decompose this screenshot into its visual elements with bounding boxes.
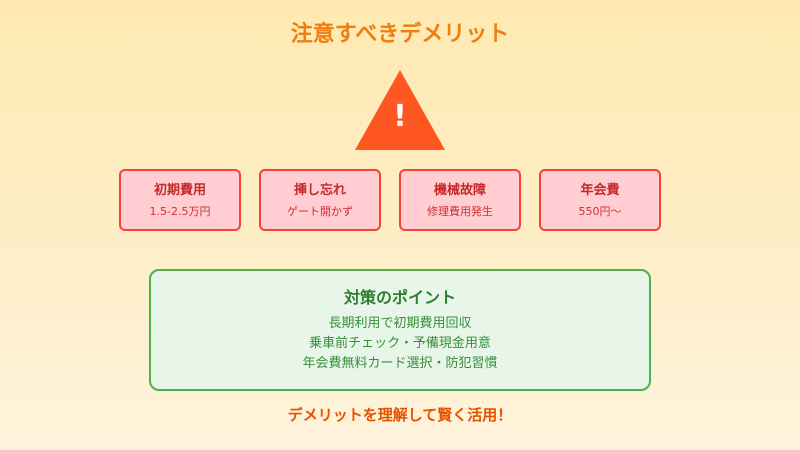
- page-title: 注意すべきデメリット: [290, 22, 510, 47]
- card-detail: 1.5-2.5万円: [149, 205, 211, 218]
- tip-line: 長期利用で初期費用回収: [328, 316, 472, 331]
- card-initial-cost: 初期費用 1.5-2.5万円: [119, 169, 241, 231]
- warning-symbol: !: [393, 99, 407, 134]
- card-detail: 修理費用発生: [427, 205, 493, 218]
- card-forgot-insert: 挿し忘れ ゲート開かず: [259, 169, 381, 231]
- card-heading: 挿し忘れ: [293, 183, 346, 198]
- tip-line: 乗車前チェック・予備現金用意: [309, 336, 491, 351]
- tip-line: 年会費無料カード選択・防犯習慣: [302, 356, 498, 371]
- card-heading: 機械故障: [433, 183, 486, 198]
- card-machine-failure: 機械故障 修理費用発生: [399, 169, 521, 231]
- card-detail: ゲート開かず: [287, 205, 353, 218]
- footer-message: デメリットを理解して賢く活用！: [287, 406, 513, 424]
- card-annual-fee: 年会費 550円〜: [539, 169, 661, 231]
- tips-heading: 対策のポイント: [343, 288, 456, 307]
- card-heading: 年会費: [580, 183, 620, 198]
- card-detail: 550円〜: [578, 205, 622, 218]
- warning-triangle-icon: !: [355, 70, 445, 150]
- tips-box: 対策のポイント 長期利用で初期費用回収 乗車前チェック・予備現金用意 年会費無料…: [149, 269, 651, 391]
- card-heading: 初期費用: [153, 183, 206, 198]
